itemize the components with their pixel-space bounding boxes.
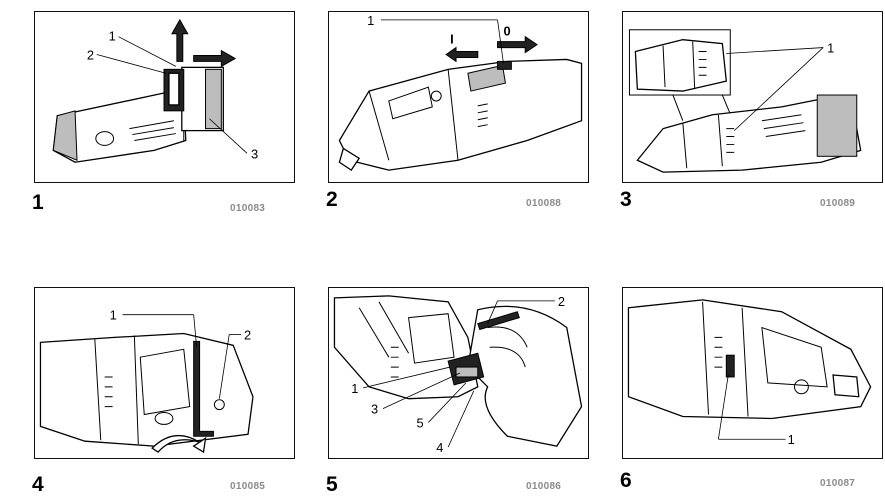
figure-4-panel: 1 2: [34, 287, 295, 459]
figure-5-code: 010086: [526, 481, 562, 492]
fig1-callout-2: 2: [87, 47, 94, 62]
fig2-callout-1: 1: [367, 13, 374, 28]
fig5-callout-1: 1: [351, 381, 358, 396]
figure-3-illustration: 1: [628, 29, 862, 173]
fig5-callout-3: 3: [371, 402, 378, 417]
figure-3-panel: 1: [622, 11, 883, 183]
fig1-callout-3: 3: [251, 146, 258, 161]
fig3-callout-1: 1: [827, 41, 834, 56]
figure-2-panel: I 0 1: [328, 11, 589, 183]
figure-3-number: 3: [620, 188, 632, 211]
figure-3-code: 010089: [820, 198, 856, 209]
fig2-switch-off-mark: 0: [503, 24, 510, 39]
figure-6-panel: 1: [622, 287, 883, 459]
fig4-callout-2: 2: [244, 327, 251, 342]
figure-2-illustration: I 0 1: [338, 13, 583, 172]
figure-1-code: 010083: [230, 203, 266, 214]
fig6-callout-1: 1: [788, 432, 795, 447]
figure-4-illustration: 1 2: [39, 308, 254, 454]
fig1-callout-1: 1: [109, 29, 116, 44]
figure-6-illustration: 1: [627, 299, 872, 447]
figure-5-illustration: 2 1 3 5 4: [333, 294, 583, 455]
figure-4-code: 010085: [230, 481, 266, 492]
fig5-callout-2: 2: [558, 294, 565, 309]
figure-1-illustration: 1 2 3: [52, 18, 258, 163]
figure-6-number: 6: [620, 469, 632, 492]
fig5-callout-5: 5: [416, 415, 423, 430]
figure-2-number: 2: [326, 188, 338, 211]
figure-2-code: 010088: [526, 198, 562, 209]
figure-5-panel: 2 1 3 5 4: [328, 287, 589, 459]
fig5-callout-4: 4: [436, 440, 443, 455]
figure-1-number: 1: [32, 191, 44, 214]
figure-6-code: 010087: [820, 478, 856, 489]
fig4-callout-1: 1: [110, 308, 117, 323]
figure-1-panel: 1 2 3: [34, 11, 295, 183]
figure-5-number: 5: [326, 473, 338, 496]
fig2-switch-on-mark: I: [450, 32, 454, 47]
figure-4-number: 4: [32, 473, 44, 496]
